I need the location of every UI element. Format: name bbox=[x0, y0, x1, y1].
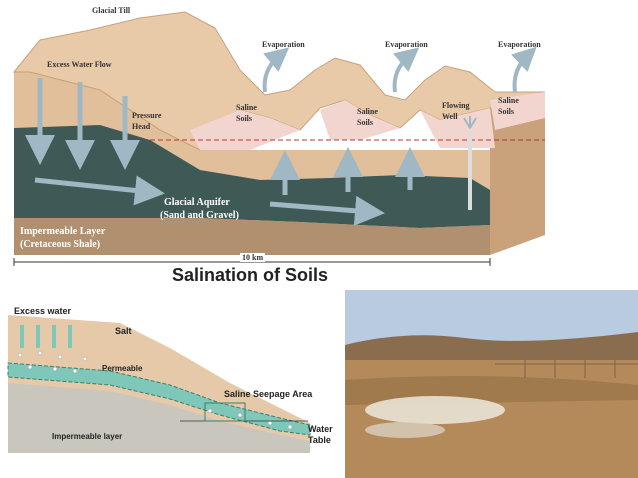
label-impermeable-layer-bottom: Impermeable layer bbox=[52, 432, 123, 441]
label-glacial-till: Glacial Till bbox=[92, 6, 131, 15]
label-scale: 10 km bbox=[240, 253, 266, 262]
block-side-face bbox=[490, 92, 545, 255]
saline-seepage-box bbox=[204, 402, 246, 422]
recharge-arrows bbox=[25, 78, 140, 170]
label-glacial-aquifer: Glacial Aquifer bbox=[164, 197, 230, 208]
label-evaporation-2: Evaporation bbox=[385, 40, 428, 49]
label-pressure-head: Pressure Head bbox=[132, 111, 162, 131]
upward-arrows bbox=[270, 147, 425, 195]
label-excess-water: Excess water bbox=[14, 306, 72, 316]
salt-particles bbox=[17, 350, 293, 430]
impermeable-layer bbox=[14, 218, 490, 255]
saline-field-photo bbox=[345, 290, 638, 478]
label-saline-soils-3: Saline Soils bbox=[498, 96, 519, 116]
permeable-band bbox=[7, 362, 311, 436]
aquifer-flow-arrows bbox=[34, 175, 385, 226]
label-evaporation-1: Evaporation bbox=[262, 40, 305, 49]
label-evaporation-3: Evaporation bbox=[498, 40, 541, 49]
page-title: Salination of Soils bbox=[172, 265, 329, 285]
excess-water-arrows bbox=[20, 325, 72, 348]
label-aquifer-material: (Sand and Gravel) bbox=[160, 210, 239, 221]
label-excess-water-flow: Excess Water Flow bbox=[47, 60, 112, 69]
label-salt: Salt bbox=[115, 326, 132, 336]
label-permeable: Permeable bbox=[102, 364, 143, 373]
evaporation-arrows bbox=[262, 46, 537, 93]
salt-crust bbox=[365, 396, 505, 424]
label-saline-seepage-area: Saline Seepage Area bbox=[224, 389, 313, 399]
saline-patch-2 bbox=[320, 100, 400, 140]
label-impermeable-material: (Cretaceous Shale) bbox=[20, 239, 101, 250]
flowing-well bbox=[463, 116, 477, 210]
cross-section-diagram bbox=[0, 293, 345, 478]
impermeable-region bbox=[8, 383, 310, 453]
block-diagram bbox=[12, 11, 546, 266]
label-water-table: Water Table bbox=[308, 424, 333, 445]
label-saline-soils-2: Saline Soils bbox=[357, 107, 378, 127]
scale-bar bbox=[13, 258, 491, 266]
saline-patch-3 bbox=[420, 108, 495, 148]
label-saline-soils-1: Saline Soils bbox=[236, 103, 257, 123]
saline-patch-4 bbox=[490, 92, 545, 130]
label-flowing-well: Flowing Well bbox=[442, 101, 470, 121]
label-impermeable-layer: Impermeable Layer bbox=[20, 226, 106, 237]
